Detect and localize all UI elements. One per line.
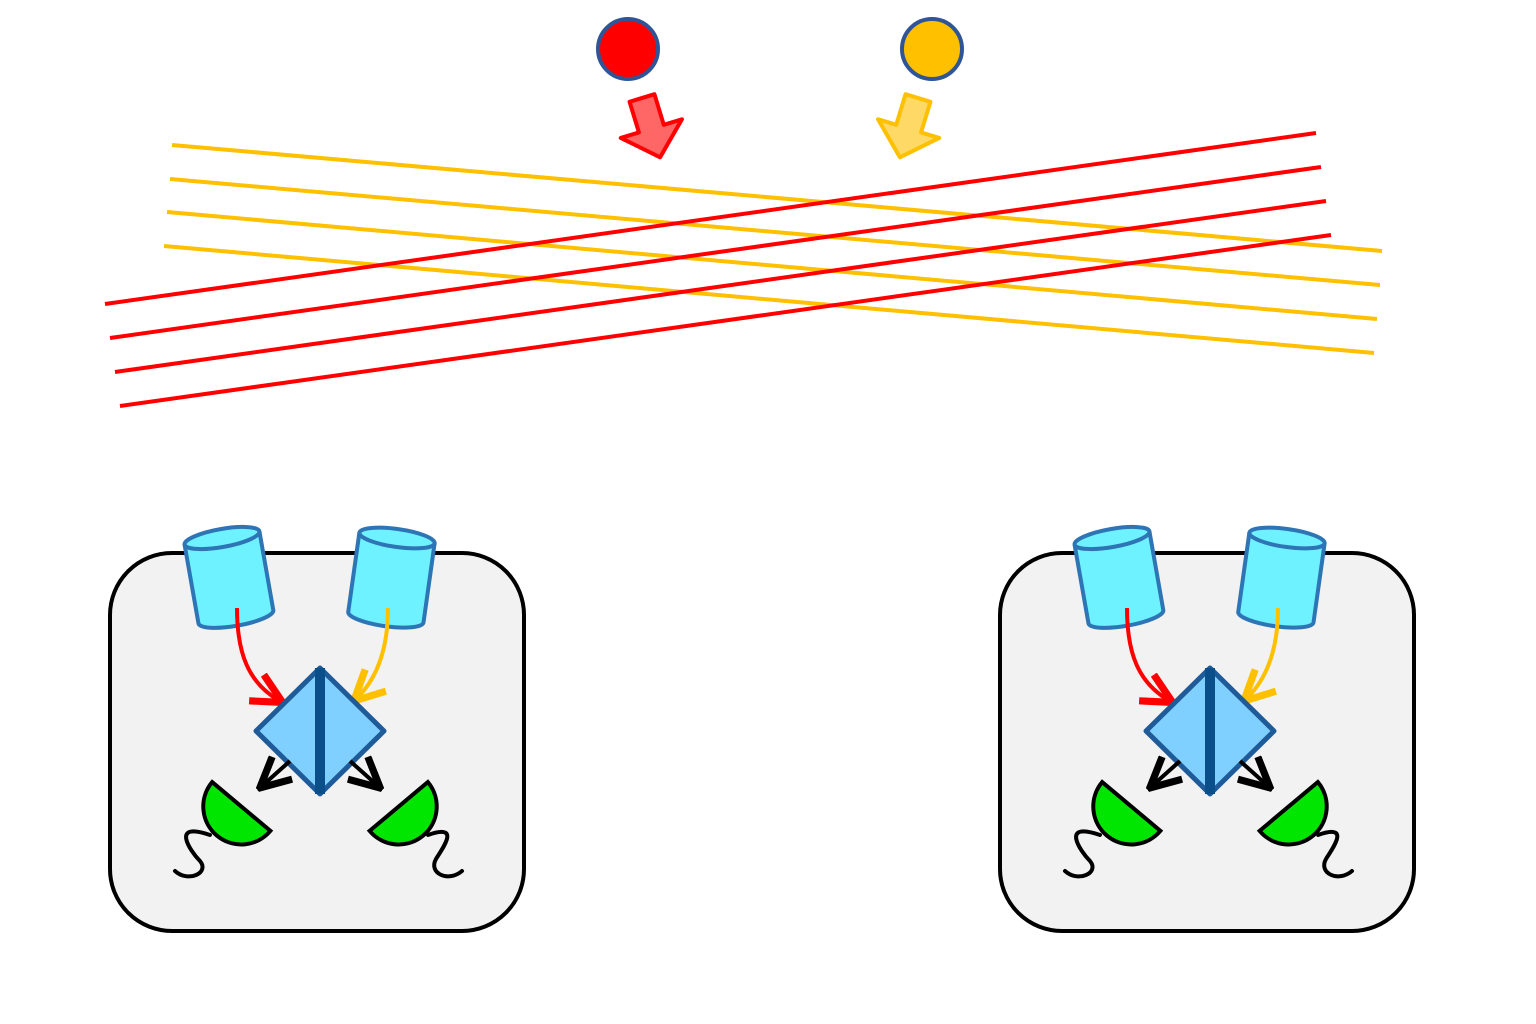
- red-wavefront: [104, 131, 1317, 306]
- detector-station-right: [1000, 523, 1414, 931]
- yellow-wavefront: [169, 177, 1381, 287]
- yellow-wavefronts: [163, 143, 1383, 355]
- yellow-wavefront: [166, 210, 1378, 321]
- yellow-source-icon: [900, 17, 964, 81]
- yellow-emission-arrow-icon: [876, 92, 942, 160]
- red-source-icon: [596, 17, 660, 81]
- red-wavefront: [109, 165, 1322, 340]
- yellow-wavefront: [163, 244, 1375, 355]
- detector-station-left: [110, 523, 524, 931]
- red-wavefront: [114, 199, 1327, 374]
- red-emission-arrow-icon: [618, 92, 684, 160]
- red-wavefronts: [104, 131, 1332, 408]
- yellow-wavefront: [171, 143, 1383, 253]
- red-wavefront: [119, 233, 1332, 408]
